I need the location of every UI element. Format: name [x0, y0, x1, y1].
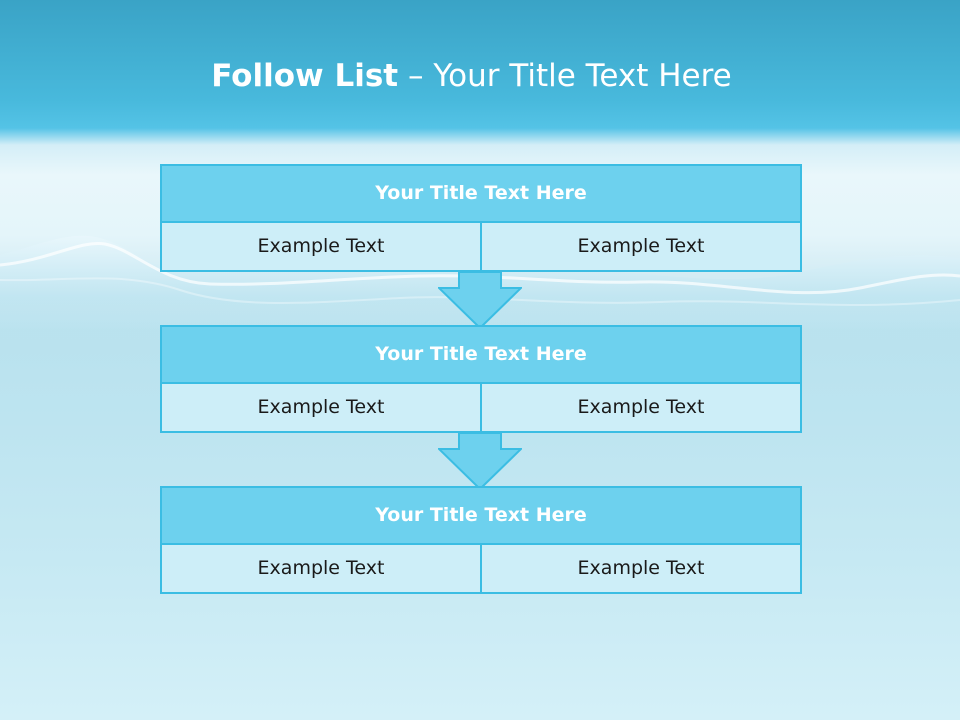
slide-title: Follow List – Your Title Text Here	[0, 52, 943, 100]
slide-title-bold: Follow List	[211, 58, 399, 94]
block-cell-left: Example Text	[257, 396, 385, 418]
block-cell-right: Example Text	[480, 223, 800, 270]
block-row: Example Text Example Text	[162, 545, 800, 592]
block-cell-right: Example Text	[480, 545, 800, 592]
flow-block-2: Your Title Text Here Example Text Exampl…	[160, 325, 802, 433]
block-row: Example Text Example Text	[162, 384, 800, 431]
down-arrow-icon	[438, 432, 522, 490]
block-title: Your Title Text Here	[162, 327, 800, 384]
block-title: Your Title Text Here	[162, 166, 800, 223]
block-title: Your Title Text Here	[162, 488, 800, 545]
block-row: Example Text Example Text	[162, 223, 800, 270]
block-cell-left: Example Text	[257, 235, 385, 257]
block-cell-right: Example Text	[480, 384, 800, 431]
slide-title-rest: – Your Title Text Here	[398, 58, 732, 94]
block-cell-left: Example Text	[257, 557, 385, 579]
down-arrow-icon	[438, 271, 522, 329]
flow-block-1: Your Title Text Here Example Text Exampl…	[160, 164, 802, 272]
flow-block-3: Your Title Text Here Example Text Exampl…	[160, 486, 802, 594]
